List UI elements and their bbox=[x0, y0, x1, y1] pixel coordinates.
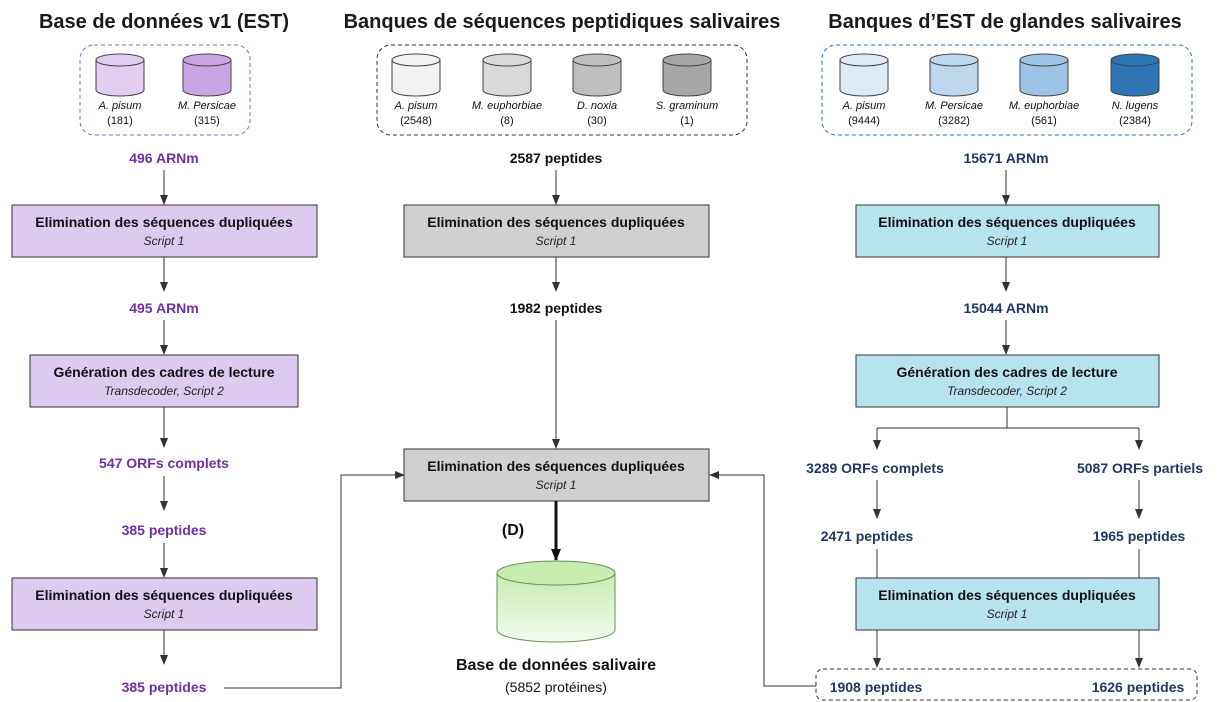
box-title: Elimination des séquences dupliquées bbox=[878, 214, 1136, 230]
database-icon bbox=[182, 53, 232, 97]
species-count: (315) bbox=[194, 115, 220, 127]
box-title: Elimination des séquences dupliquées bbox=[35, 214, 293, 230]
left-count-arnm: 496 ARNm bbox=[129, 150, 199, 166]
species-name: A. pisum bbox=[842, 100, 886, 112]
box-subtitle: Script 1 bbox=[144, 607, 185, 621]
species-count: (3282) bbox=[938, 115, 970, 127]
box-subtitle: Script 1 bbox=[987, 234, 1028, 248]
database-icon bbox=[839, 53, 889, 97]
database-icon bbox=[482, 53, 532, 97]
box-subtitle: Script 1 bbox=[536, 478, 577, 492]
box-title: Elimination des séquences dupliquées bbox=[878, 587, 1136, 603]
right-species-group bbox=[821, 44, 1193, 136]
header-left: Base de données v1 (EST) bbox=[39, 11, 289, 33]
label-d: (D) bbox=[502, 522, 524, 539]
middle-species-group bbox=[376, 44, 748, 136]
species-count: (561) bbox=[1031, 115, 1057, 127]
left-dedup-box-2 bbox=[11, 577, 318, 631]
species-name: M. euphorbiae bbox=[472, 100, 542, 112]
middle-dedup-box-2 bbox=[403, 448, 710, 502]
middle-count-peptides-2: 1982 peptides bbox=[510, 300, 603, 316]
species-name: N. lugens bbox=[1112, 100, 1159, 112]
right-orf-box bbox=[855, 354, 1160, 408]
right-peptides-complete: 2471 peptides bbox=[821, 528, 914, 544]
database-icon bbox=[1019, 53, 1069, 97]
left-orf-box bbox=[29, 354, 299, 408]
species-name: D. noxia bbox=[577, 100, 617, 112]
box-title: Elimination des séquences dupliquées bbox=[35, 587, 293, 603]
species-count: (2384) bbox=[1119, 115, 1151, 127]
db-title: Base de données salivaire bbox=[456, 657, 656, 674]
box-title: Elimination des séquences dupliquées bbox=[427, 458, 685, 474]
left-count-arnm-2: 495 ARNm bbox=[129, 300, 199, 316]
species-count: (181) bbox=[107, 115, 133, 127]
species-count: (30) bbox=[587, 115, 607, 127]
database-icon bbox=[572, 53, 622, 97]
right-final-complete: 1908 peptides bbox=[830, 679, 923, 695]
right-final-partial: 1626 peptides bbox=[1092, 679, 1185, 695]
species-name: A. pisum bbox=[98, 100, 142, 112]
box-subtitle: Script 1 bbox=[987, 607, 1028, 621]
box-title: Génération des cadres de lecture bbox=[54, 364, 275, 380]
box-title: Elimination des séquences dupliquées bbox=[427, 214, 685, 230]
right-dedup-box-2 bbox=[855, 577, 1160, 631]
database-icon bbox=[391, 53, 441, 97]
header-middle: Banques de séquences peptidiques salivai… bbox=[344, 11, 781, 33]
right-dedup-box-1 bbox=[855, 204, 1160, 258]
right-peptides-partial: 1965 peptides bbox=[1093, 528, 1186, 544]
right-orfs-complete: 3289 ORFs complets bbox=[806, 460, 944, 476]
left-count-final: 385 peptides bbox=[122, 679, 207, 695]
box-subtitle: Transdecoder, Script 2 bbox=[104, 384, 224, 398]
db-subtitle: (5852 protéines) bbox=[505, 679, 607, 695]
right-orfs-partial: 5087 ORFs partiels bbox=[1077, 460, 1203, 476]
left-count-orfs: 547 ORFs complets bbox=[99, 455, 229, 471]
left-species-group bbox=[79, 44, 251, 136]
database-icon bbox=[95, 53, 145, 97]
species-count: (2548) bbox=[400, 115, 432, 127]
left-count-peptides: 385 peptides bbox=[122, 522, 207, 538]
right-count-arnm: 15671 ARNm bbox=[963, 150, 1048, 166]
species-name: M. Persicae bbox=[178, 100, 236, 112]
box-subtitle: Script 1 bbox=[144, 234, 185, 248]
database-icon bbox=[496, 560, 616, 643]
database-icon bbox=[1110, 53, 1160, 97]
species-count: (1) bbox=[680, 115, 693, 127]
database-icon bbox=[929, 53, 979, 97]
species-name: M. Persicae bbox=[925, 100, 983, 112]
database-icon bbox=[662, 53, 712, 97]
left-dedup-box-1 bbox=[11, 204, 318, 258]
middle-dedup-box-1 bbox=[403, 204, 710, 258]
right-count-arnm-2: 15044 ARNm bbox=[963, 300, 1048, 316]
species-count: (8) bbox=[500, 115, 513, 127]
middle-count-peptides: 2587 peptides bbox=[510, 150, 603, 166]
header-right: Banques d’EST de glandes salivaires bbox=[828, 11, 1181, 33]
box-subtitle: Transdecoder, Script 2 bbox=[947, 384, 1067, 398]
box-subtitle: Script 1 bbox=[536, 234, 577, 248]
species-count: (9444) bbox=[848, 115, 880, 127]
right-final-group bbox=[815, 668, 1198, 701]
species-name: A. pisum bbox=[394, 100, 438, 112]
species-name: M. euphorbiae bbox=[1009, 100, 1079, 112]
species-name: S. graminum bbox=[656, 100, 718, 112]
box-title: Génération des cadres de lecture bbox=[897, 364, 1118, 380]
